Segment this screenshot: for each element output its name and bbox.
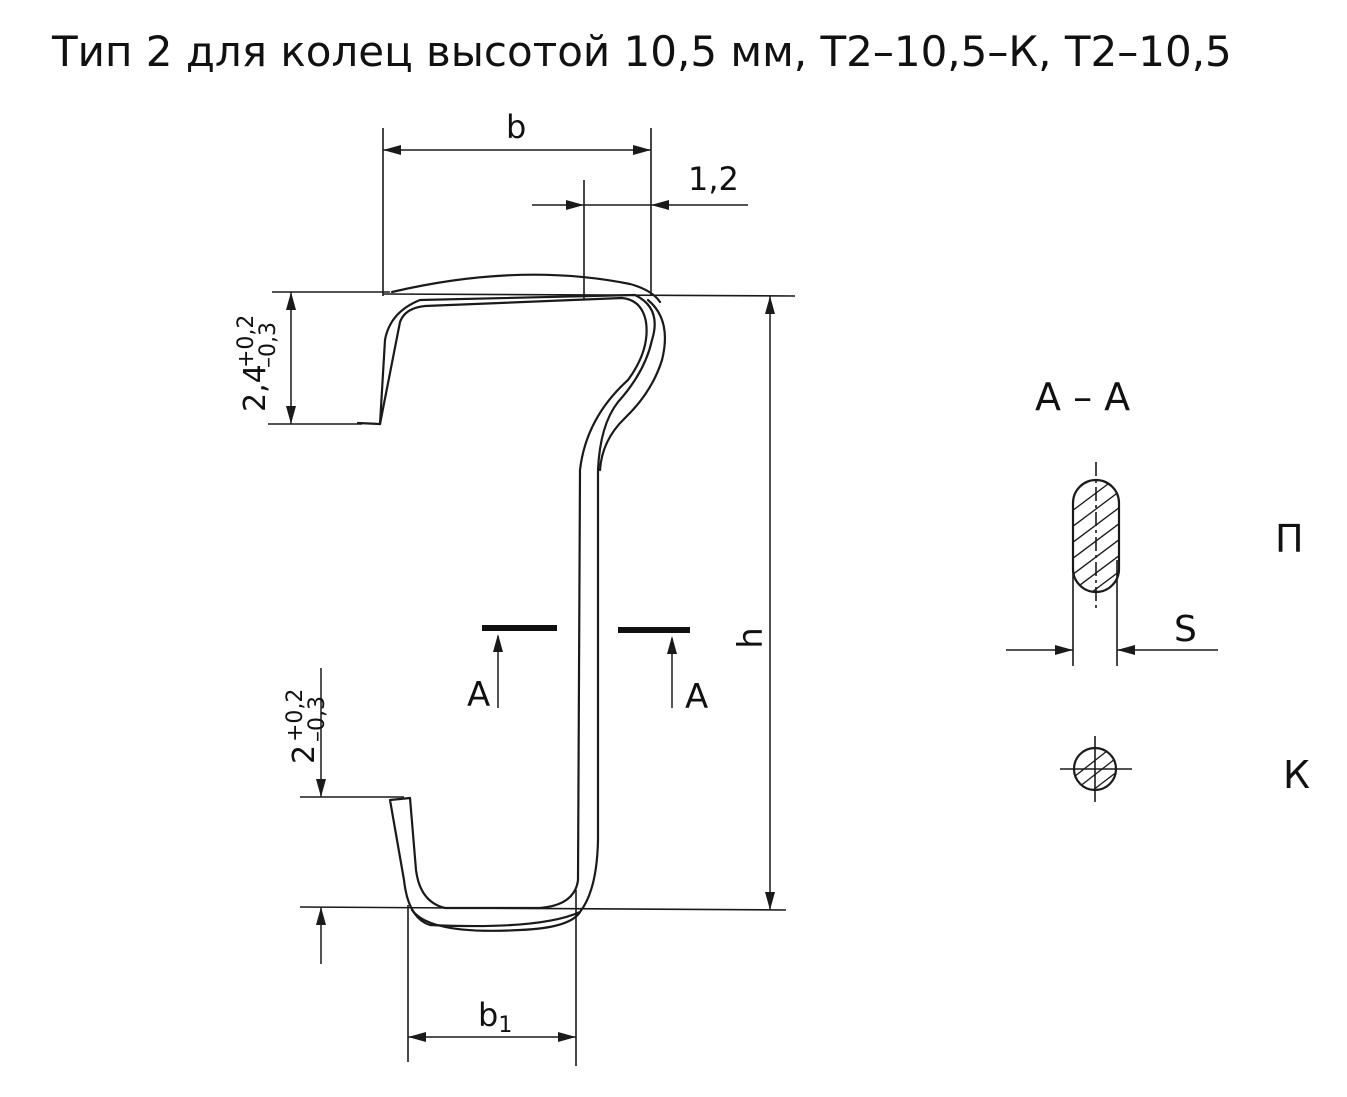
section-view: A – A [1006,375,1310,802]
section-profile-p [1071,462,1121,612]
dim-bottom-hook-value: 2 [287,745,322,764]
profile-inner-contour [378,296,648,910]
dim-top-hook-value: 2,4 [238,364,273,412]
clip-profile [356,273,666,932]
dimension-thickness: 1,2 [532,160,748,300]
dim-bottom-hook-tol-lower: –0,3 [305,696,330,742]
dim-top-hook-tol-upper: +0,2 [234,315,259,368]
section-cut-marks: A A [467,625,708,717]
dimension-top-hook: 2,4 +0,2 –0,3 [234,291,390,425]
profile-outer-bend [598,298,666,472]
dim-b-label: b [506,108,526,146]
dim-thickness-label: 1,2 [688,160,739,198]
profile-outer-contour [356,293,656,928]
drawing-title: Тип 2 для колец высотой 10,5 мм, Т2–10,5… [51,27,1232,76]
dim-b1-label: b1 [478,996,512,1038]
section-title: A – A [1035,375,1130,419]
dimension-h: h [299,293,796,911]
dim-h-label: h [731,627,771,649]
profile-top-crown [390,273,662,304]
label-k: К [1283,753,1310,797]
dimension-b1: b1 [407,890,577,1066]
section-mark-left: A [467,675,490,715]
dimension-s: S [1006,560,1218,666]
dim-bottom-hook-tol-upper: +0,2 [283,689,308,742]
dim-s-label: S [1174,609,1197,650]
dim-top-hook-tol-lower: –0,3 [256,322,281,368]
dimension-bottom-hook: 2 +0,2 –0,3 [283,668,404,964]
section-profile-k [1060,736,1132,802]
section-mark-right: A [685,677,708,717]
profile-bottom-crown [410,908,582,932]
dimension-b: b [382,108,652,296]
label-p: П [1275,517,1304,561]
